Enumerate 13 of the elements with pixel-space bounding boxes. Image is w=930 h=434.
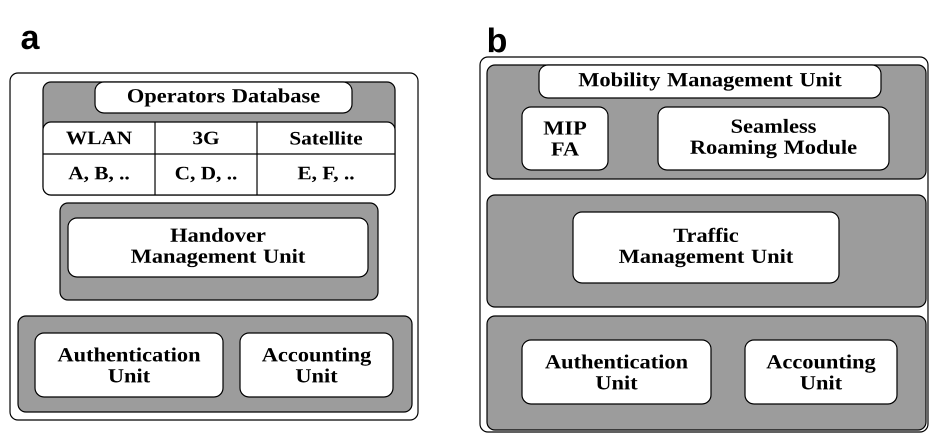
module-label: Operators Database xyxy=(94,81,353,114)
module-label: Mobility Management Unit xyxy=(538,64,882,99)
unit-box: Authentication Unit xyxy=(521,339,712,405)
panel-letter: b xyxy=(488,28,506,52)
unit-box: Accounting Unit xyxy=(239,332,394,398)
data-table: WLAN 3G Satellite A, B, .. C, D, .. E, F, .. xyxy=(42,121,396,196)
panel-letter: a xyxy=(22,30,40,50)
unit-box: MIP FA xyxy=(521,106,609,171)
unit-box: Accounting Unit xyxy=(744,339,898,405)
unit-box: Seamless Roaming Module xyxy=(657,106,890,171)
unit-box: Handover Management Unit xyxy=(67,217,369,278)
unit-box: Traffic Management Unit xyxy=(572,211,840,284)
unit-box: Authentication Unit xyxy=(34,332,224,398)
